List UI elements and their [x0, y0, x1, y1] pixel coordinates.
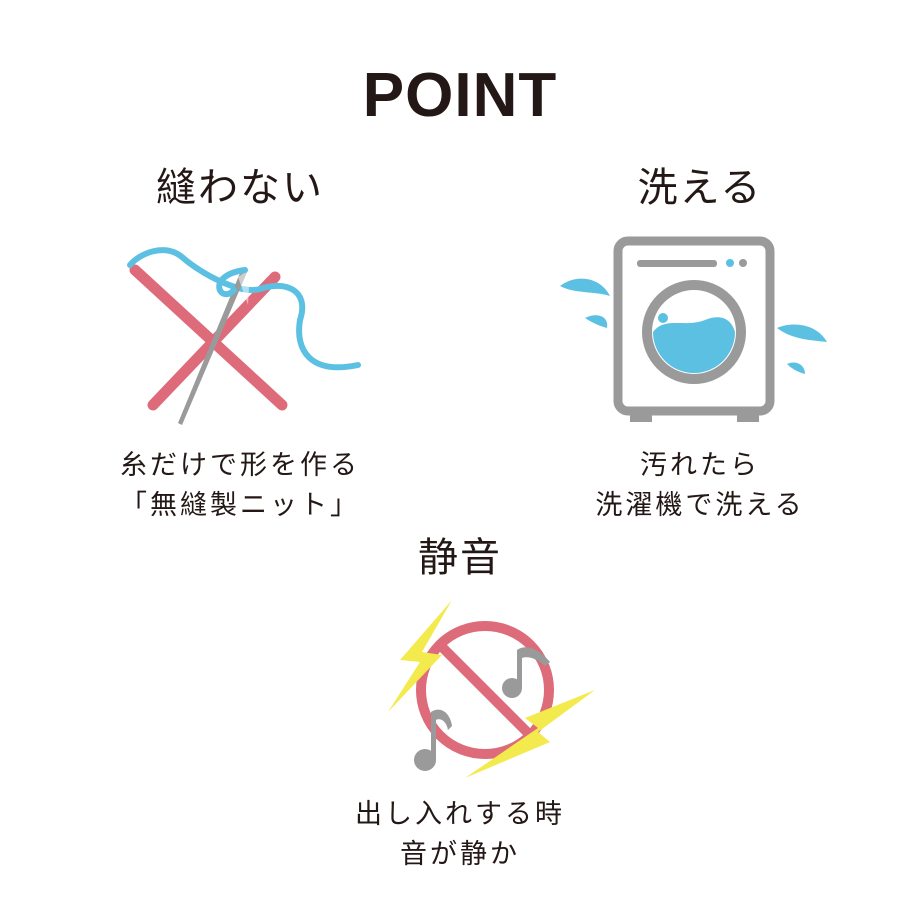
desc-line: 汚れたら [640, 450, 760, 481]
desc-line: 「無縫製ニット」 [120, 490, 360, 521]
point-quiet-heading: 静音 [418, 535, 502, 581]
point-quiet-desc: 出し入れする時 音が静か [300, 795, 620, 875]
desc-line: 音が静か [400, 839, 520, 870]
point-no-sewing-desc: 糸だけで形を作る 「無縫製ニット」 [80, 446, 400, 526]
desc-line: 出し入れする時 [355, 799, 565, 830]
desc-line: 糸だけで形を作る [120, 450, 360, 481]
desc-line: 洗濯機で洗える [595, 490, 805, 521]
no-noise-icon [388, 600, 595, 778]
page-title: POINT [362, 61, 558, 130]
needle-thread-cross-icon [127, 247, 361, 425]
washing-machine-icon [560, 236, 827, 422]
point-washable-heading: 洗える [637, 165, 763, 211]
point-washable-desc: 汚れたら 洗濯機で洗える [540, 446, 860, 526]
point-no-sewing-heading: 縫わない [156, 165, 324, 211]
